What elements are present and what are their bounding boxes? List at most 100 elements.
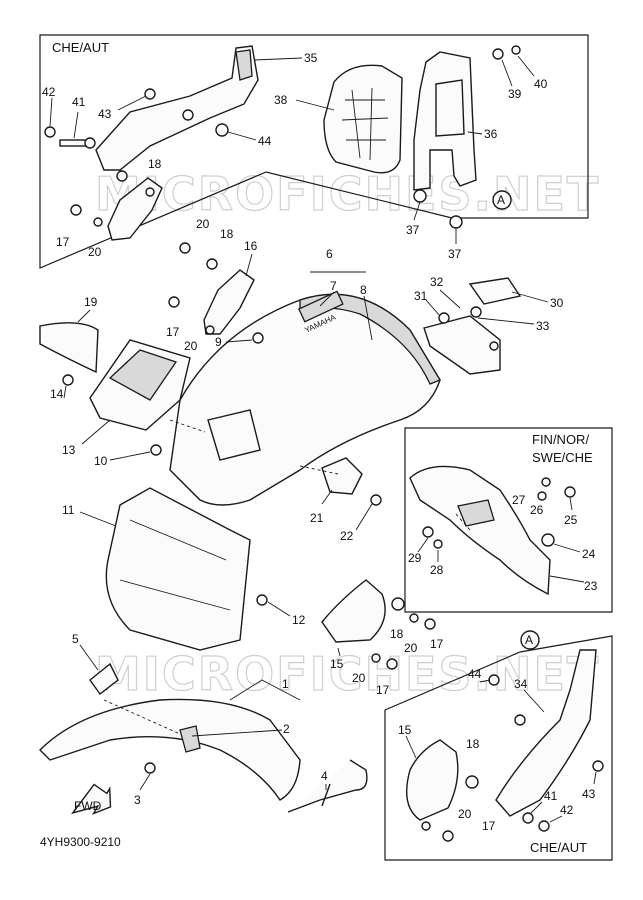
svg-text:9: 9 [215,335,222,349]
callout-20-d: 20 [404,641,418,655]
reference-circle-bottom [520,630,540,650]
svg-text:17: 17 [376,683,390,697]
callout-43-b: 43 [582,771,597,801]
svg-text:20: 20 [352,671,366,685]
svg-text:42: 42 [42,85,56,99]
svg-text:14: 14 [50,387,64,401]
svg-text:43: 43 [582,787,596,801]
callout-37-b: 37 [448,228,462,261]
svg-text:17: 17 [166,325,180,339]
svg-text:1: 1 [282,677,289,691]
license-lamp [423,277,522,375]
callout-17-e: 17 [482,819,496,833]
inset-label-right-line2: SWE/CHE [532,450,593,465]
inset-bottom-parts [406,649,604,842]
svg-text:23: 23 [584,579,598,593]
svg-text:41: 41 [72,95,86,109]
callout-42-b: 42 [549,803,574,823]
callout-20-b: 20 [196,217,210,231]
svg-text:22: 22 [340,529,354,543]
callout-6: 6 [310,247,366,273]
callout-30: 30 [511,291,564,310]
svg-text:34: 34 [514,677,528,691]
fender-bracket [203,269,255,335]
callout-15-inset: 15 [398,723,417,759]
reference-circle-bottom-label: A [525,633,533,647]
callout-11: 11 [62,503,117,527]
svg-text:20: 20 [184,339,198,353]
callout-19: 19 [77,295,98,323]
svg-text:20: 20 [88,245,102,259]
svg-text:37: 37 [448,247,462,261]
callout-20-e: 20 [352,671,366,685]
assembly-line-3 [169,419,206,433]
callout-35: 35 [253,51,318,65]
svg-text:20: 20 [404,641,418,655]
svg-text:37: 37 [406,223,420,237]
callout-20-f: 20 [458,807,472,821]
svg-text:26: 26 [530,503,544,517]
callout-40: 40 [517,55,548,91]
watermark-bottom: MICROFICHES.NET [95,647,600,701]
callout-7: 7 [319,279,337,307]
svg-text:17: 17 [56,235,70,249]
callout-24: 24 [553,543,596,561]
svg-text:6: 6 [326,247,333,261]
svg-text:19: 19 [84,295,98,309]
callout-25: 25 [564,497,578,527]
callout-1: 1 [229,677,301,701]
svg-text:43: 43 [98,107,112,121]
rear-fender: YAMAHA [169,290,441,506]
svg-text:30: 30 [550,296,564,310]
wire-clip [287,759,368,813]
callout-34: 34 [514,677,545,713]
svg-text:20: 20 [196,217,210,231]
svg-text:24: 24 [582,547,596,561]
callout-33: 33 [477,317,550,333]
callout-36: 36 [467,127,498,141]
svg-text:44: 44 [468,667,482,681]
side-cover-middle [321,579,436,670]
grab-bar-bracket [95,45,259,171]
svg-text:7: 7 [330,279,337,293]
svg-text:4: 4 [321,769,328,783]
callout-31: 31 [414,289,441,317]
callout-20-c: 20 [184,339,198,353]
front-fender [39,662,301,801]
license-bracket [89,339,191,431]
backrest-pad [323,64,403,174]
callout-18-c: 18 [390,627,404,641]
callout-23: 23 [549,575,598,593]
callout-4: 4 [321,769,328,790]
svg-text:36: 36 [484,127,498,141]
callout-12: 12 [267,601,306,627]
svg-text:28: 28 [430,563,444,577]
backrest-frame [413,51,477,191]
callout-2: 2 [191,722,290,737]
callout-9: 9 [215,335,253,349]
svg-text:25: 25 [564,513,578,527]
callout-5: 5 [72,632,99,671]
svg-text:10: 10 [94,454,108,468]
callout-21: 21 [310,489,333,525]
assembly-line-1 [103,699,181,735]
svg-text:11: 11 [62,503,75,517]
svg-text:44: 44 [258,134,272,148]
svg-text:35: 35 [304,51,318,65]
callout-44-b: 44 [468,667,491,683]
part-number-code: 4YH9300-9210 [40,835,121,849]
svg-text:20: 20 [458,807,472,821]
callout-17-d: 17 [430,637,444,651]
callout-22: 22 [340,503,373,543]
reflector-strip [39,322,99,374]
callout-38: 38 [274,93,335,111]
callout-29: 29 [408,537,429,565]
svg-text:2: 2 [283,722,290,736]
callout-41-a: 41 [72,95,86,139]
svg-text:15: 15 [330,657,344,671]
callout-16: 16 [244,239,258,277]
inset-frame-right [404,427,613,613]
callout-39: 39 [501,59,522,101]
svg-text:40: 40 [534,77,548,91]
